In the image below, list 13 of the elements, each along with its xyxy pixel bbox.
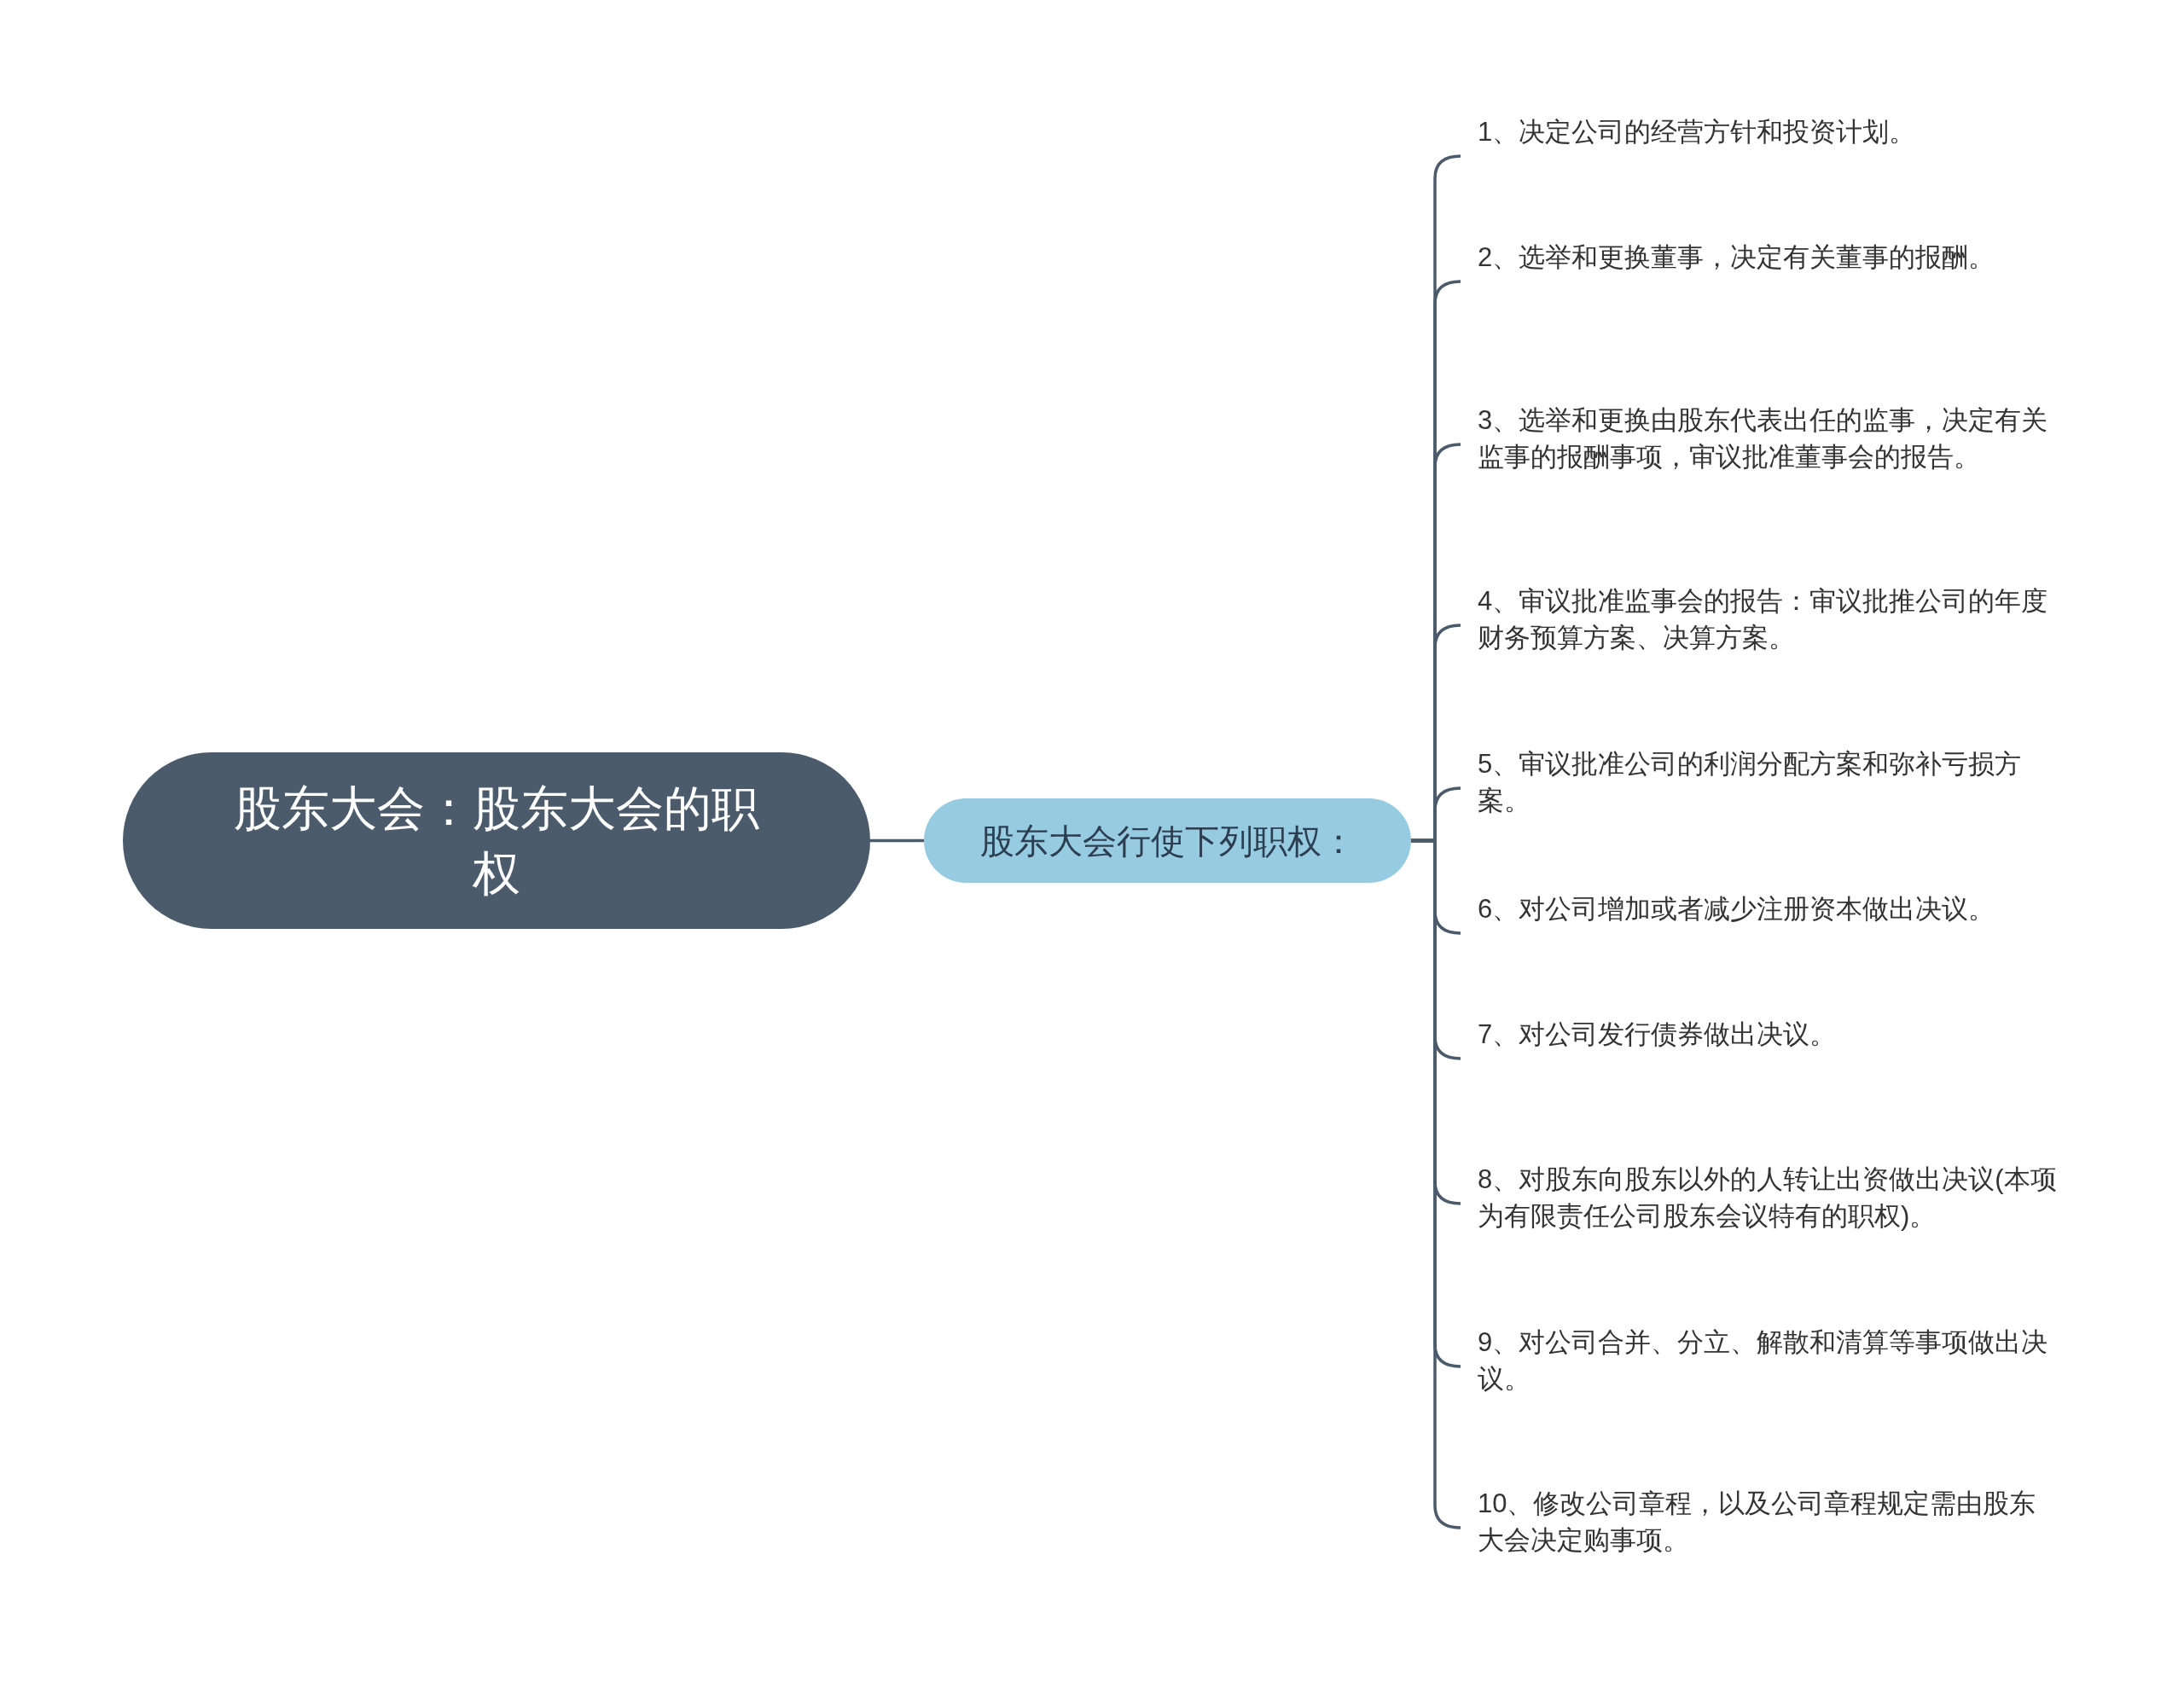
node-text: 3、选举和更换由股东代表出任的监事，决定有关监事的报酬事项，审议批准董事会的报告。 (1478, 404, 2049, 474)
node-text: 2、选举和更换董事，决定有关董事的报酬。 (1478, 241, 1996, 274)
node-text: 股东大会：股东大会的职权 (233, 780, 760, 902)
node-text: 8、对股东向股东以外的人转让出资做出决议(本项为有限责任公司股东会议特有的职权)。 (1478, 1163, 2058, 1233)
node-text: 股东大会行使下列职权： (979, 821, 1356, 862)
node-text: 1、决定公司的经营方针和投资计划。 (1478, 116, 1917, 148)
node-text: 10、修改公司章程，以及公司章程规定需由股东大会决定购事项。 (1478, 1488, 2037, 1558)
node-text: 7、对公司发行债券做出决议。 (1478, 1018, 1838, 1051)
connector-line (870, 838, 924, 843)
node-text: 4、审议批准监事会的报告：审议批推公司的年度财务预算方案、决算方案。 (1478, 585, 2049, 655)
node-text: 5、审议批准公司的利润分配方案和弥补亏损方案。 (1478, 748, 2023, 818)
node-text: 6、对公司增加或者减少注册资本做出决议。 (1478, 893, 1996, 925)
node-text: 9、对公司合并、分立、解散和清算等事项做出决议。 (1478, 1326, 2049, 1396)
